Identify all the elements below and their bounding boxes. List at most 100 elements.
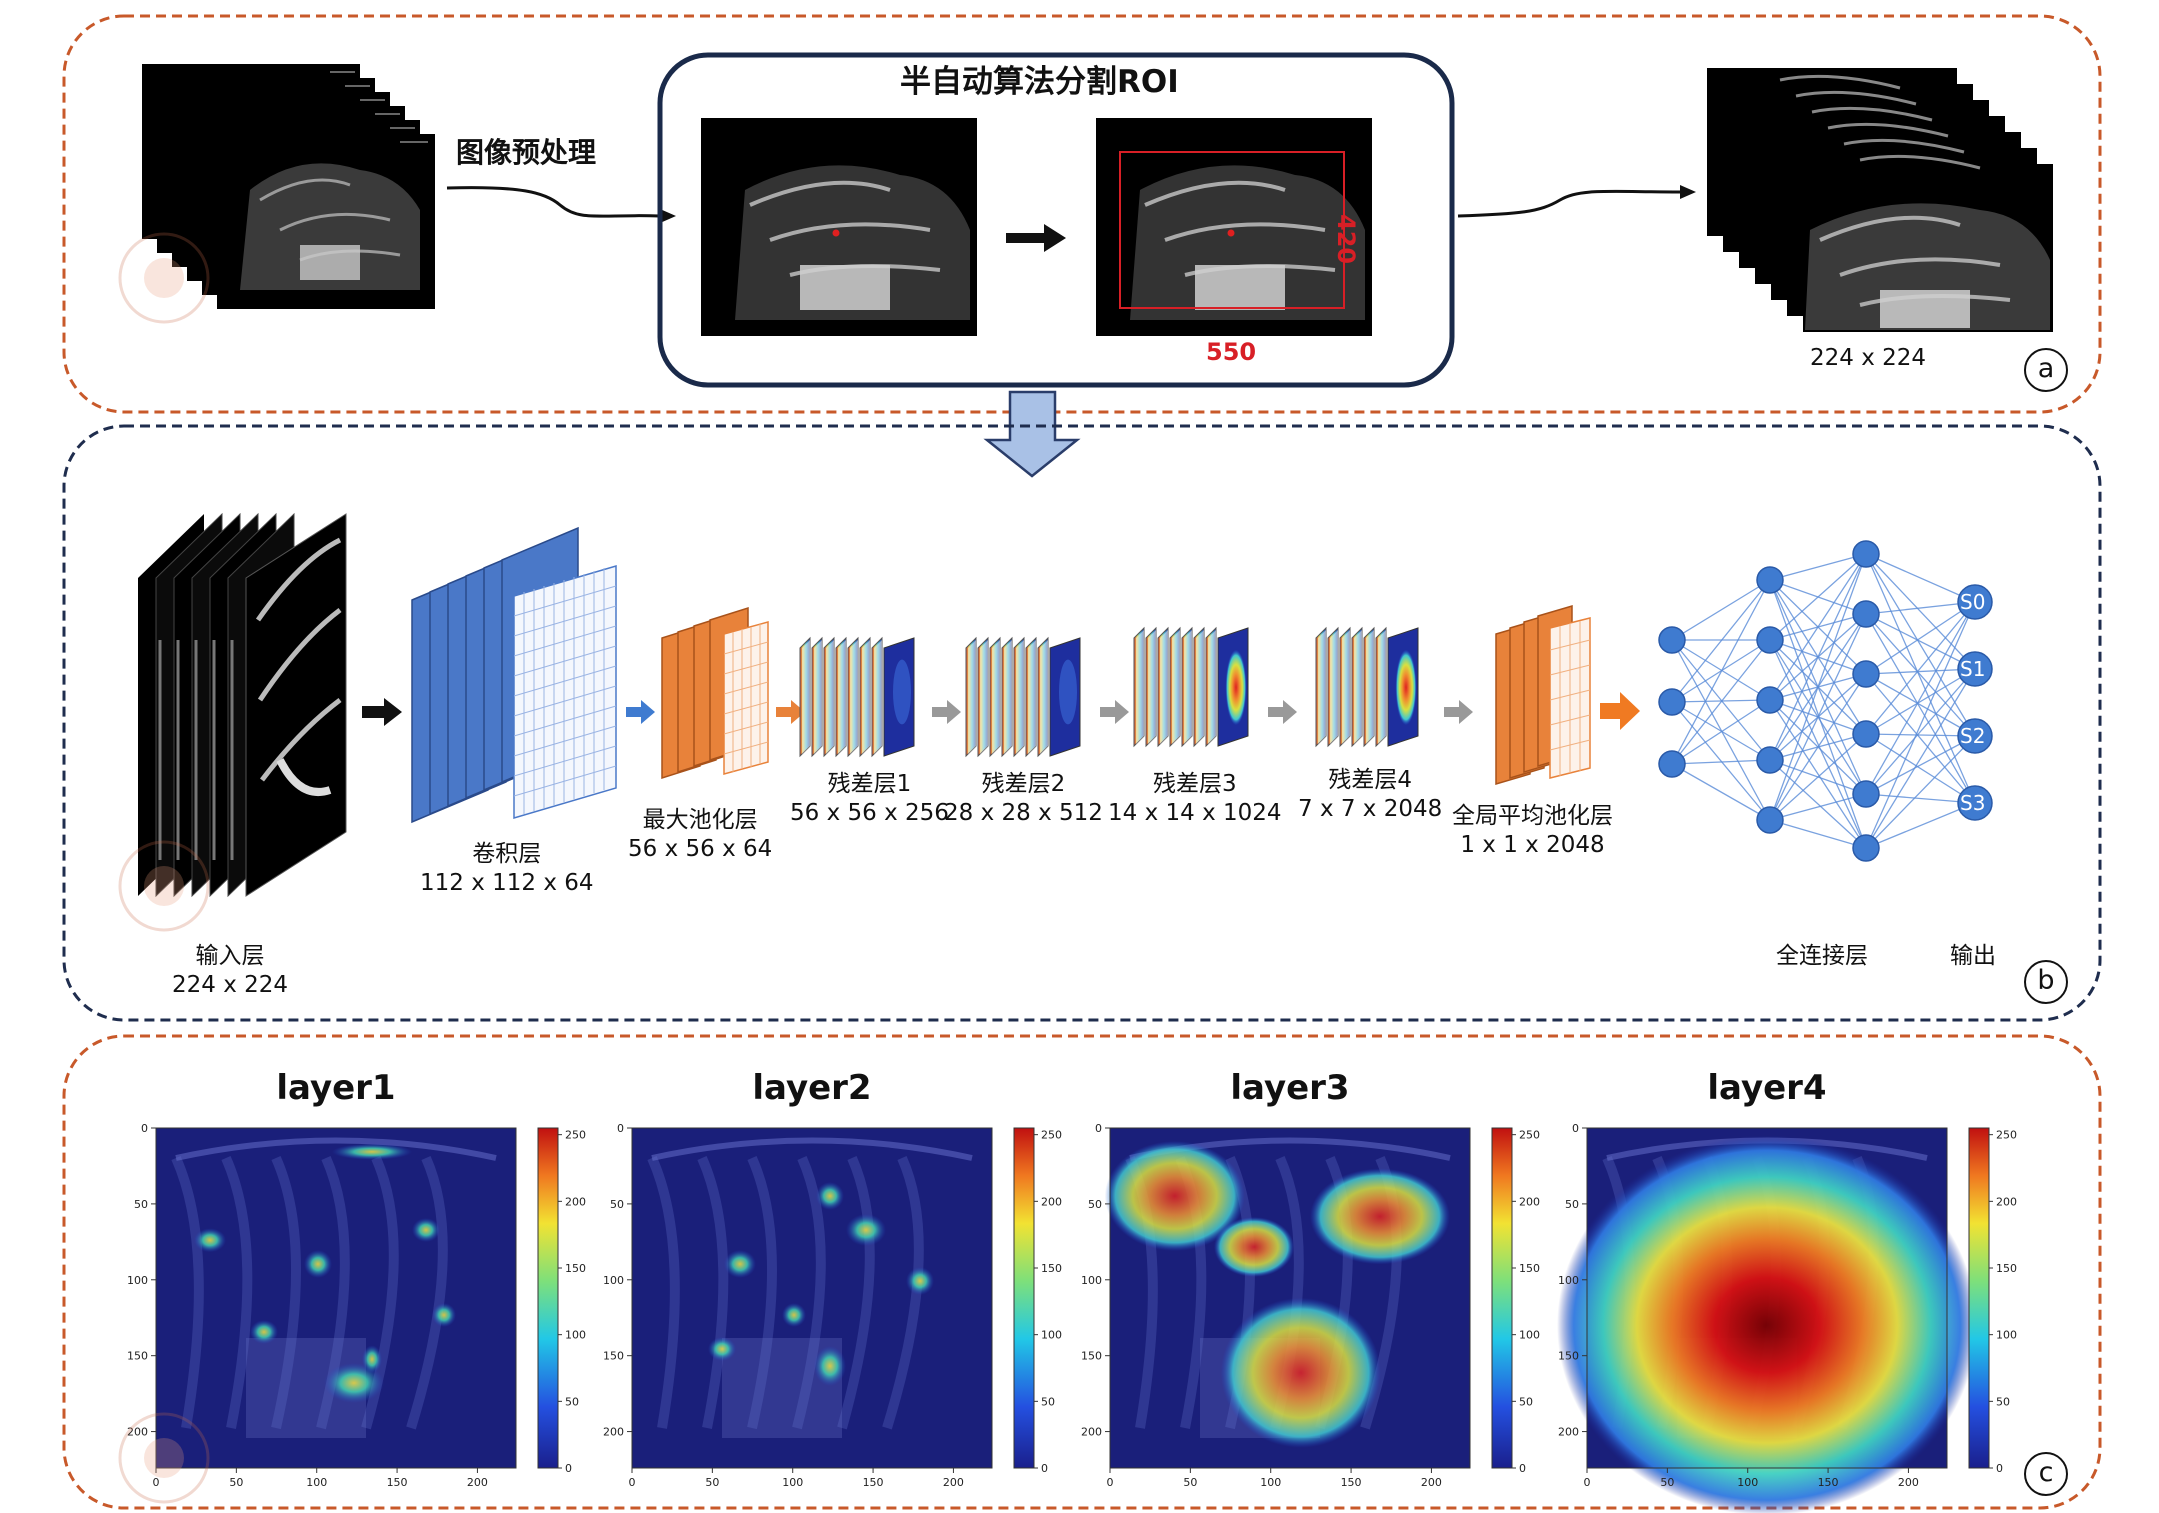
res1-arrow [932, 707, 948, 717]
residual-layer-1-block [799, 636, 915, 758]
roi-box [657, 52, 1455, 388]
colorbar-tick-label: 0 [1519, 1462, 1526, 1475]
activation-region [846, 1214, 886, 1246]
y-tick-label: 0 [141, 1122, 148, 1135]
activation-region [708, 1337, 736, 1361]
x-tick-label: 50 [705, 1476, 719, 1489]
input-arrow [362, 706, 386, 718]
ultrasound-with-roi [1096, 118, 1372, 336]
y-tick-label: 100 [603, 1274, 624, 1287]
x-tick-label: 200 [943, 1476, 964, 1489]
y-tick-label: 150 [1558, 1350, 1579, 1363]
gap-arrow [1600, 703, 1622, 719]
fc-node [1658, 626, 1686, 654]
x-tick-label: 150 [1818, 1476, 1839, 1489]
x-tick-label: 100 [1260, 1476, 1281, 1489]
y-tick-label: 50 [1565, 1198, 1579, 1211]
heatmap-background [156, 1128, 516, 1468]
fc-node [1756, 746, 1784, 774]
panel-b-tag: b [2024, 960, 2068, 1004]
activation-region [362, 1345, 382, 1374]
fc-node [1852, 660, 1880, 688]
heatmap-row: 0 50 100 150 200 0 50 100 150 200 0 50 100 150 200 250 0… [127, 1122, 2017, 1513]
fc-node [1852, 780, 1880, 808]
output-s3: S3 [1960, 791, 1986, 815]
x-tick-label: 100 [782, 1476, 803, 1489]
y-tick-label: 150 [1081, 1350, 1102, 1363]
colorbar-tick-label: 250 [1519, 1129, 1540, 1142]
activation-region [304, 1250, 332, 1278]
fc-node [1852, 720, 1880, 748]
colorbar-tick-label: 150 [565, 1262, 586, 1275]
activation-region [194, 1228, 226, 1253]
activation-region [332, 1143, 412, 1160]
output-node [1957, 651, 1993, 687]
maxpool-layer-block [661, 606, 769, 780]
x-tick-label: 50 [1183, 1476, 1197, 1489]
fc-node [1658, 688, 1686, 716]
output-s2: S2 [1960, 724, 1986, 748]
y-tick-label: 200 [1558, 1426, 1579, 1439]
panel-c-tag: c [2024, 1452, 2068, 1496]
fc-label: 全连接层 [1776, 943, 1868, 969]
fc-node [1852, 834, 1880, 862]
colorbar-tick-label: 200 [1519, 1195, 1540, 1208]
x-tick-label: 150 [863, 1476, 884, 1489]
fully-connected-network [1658, 540, 1993, 862]
residual-layer-2-block [965, 636, 1081, 758]
x-tick-label: 0 [629, 1476, 636, 1489]
colorbar-tick-label: 0 [1996, 1462, 2003, 1475]
ultrasound-with-seed [701, 118, 977, 336]
y-tick-label: 200 [603, 1426, 624, 1439]
watermark-seal [118, 232, 210, 1504]
x-tick-label: 200 [467, 1476, 488, 1489]
x-tick-label: 50 [1660, 1476, 1674, 1489]
colorbar-tick-label: 100 [1996, 1329, 2017, 1342]
y-tick-label: 50 [134, 1198, 148, 1211]
panel-b-border [62, 424, 2102, 1022]
colorbar-tick-label: 100 [1041, 1329, 1062, 1342]
colorbar-tick-label: 50 [1996, 1395, 2010, 1408]
y-tick-label: 200 [127, 1426, 148, 1439]
colorbar [1491, 1127, 1513, 1469]
activation-region [1214, 1217, 1294, 1277]
activation-region [782, 1303, 806, 1327]
input-layer-stack [138, 512, 347, 898]
colorbar-tick-label: 200 [1041, 1195, 1062, 1208]
colorbar-tick-label: 200 [1996, 1195, 2017, 1208]
activation-region [814, 1346, 846, 1386]
conv-arrow [626, 707, 642, 717]
y-tick-label: 100 [1081, 1274, 1102, 1287]
y-tick-label: 50 [1088, 1198, 1102, 1211]
gap-layer-block [1495, 604, 1591, 786]
conv-layer-block [411, 526, 617, 824]
fc-node [1756, 566, 1784, 594]
roi-width-label: 550 [1206, 338, 1257, 366]
maxpool-arrow [776, 707, 792, 717]
activation-region [1220, 1297, 1381, 1448]
roi-output-arrow [1457, 189, 1681, 218]
colorbar [1013, 1127, 1035, 1469]
output-s0: S0 [1960, 590, 1986, 614]
output-size-label: 224 x 224 [1810, 345, 1927, 371]
heatmap-title: layer4 [1707, 1068, 1827, 1108]
fc-node [1756, 626, 1784, 654]
colorbar-tick-label: 50 [565, 1395, 579, 1408]
x-tick-label: 0 [153, 1476, 160, 1489]
heatmap-background [632, 1128, 992, 1468]
output-label: 输出 [1950, 943, 1996, 969]
cropped-image-stack [1707, 68, 2053, 332]
output-node [1957, 584, 1993, 620]
colorbar-tick-label: 100 [1519, 1329, 1540, 1342]
y-tick-label: 0 [617, 1122, 624, 1135]
fc-node [1756, 806, 1784, 834]
